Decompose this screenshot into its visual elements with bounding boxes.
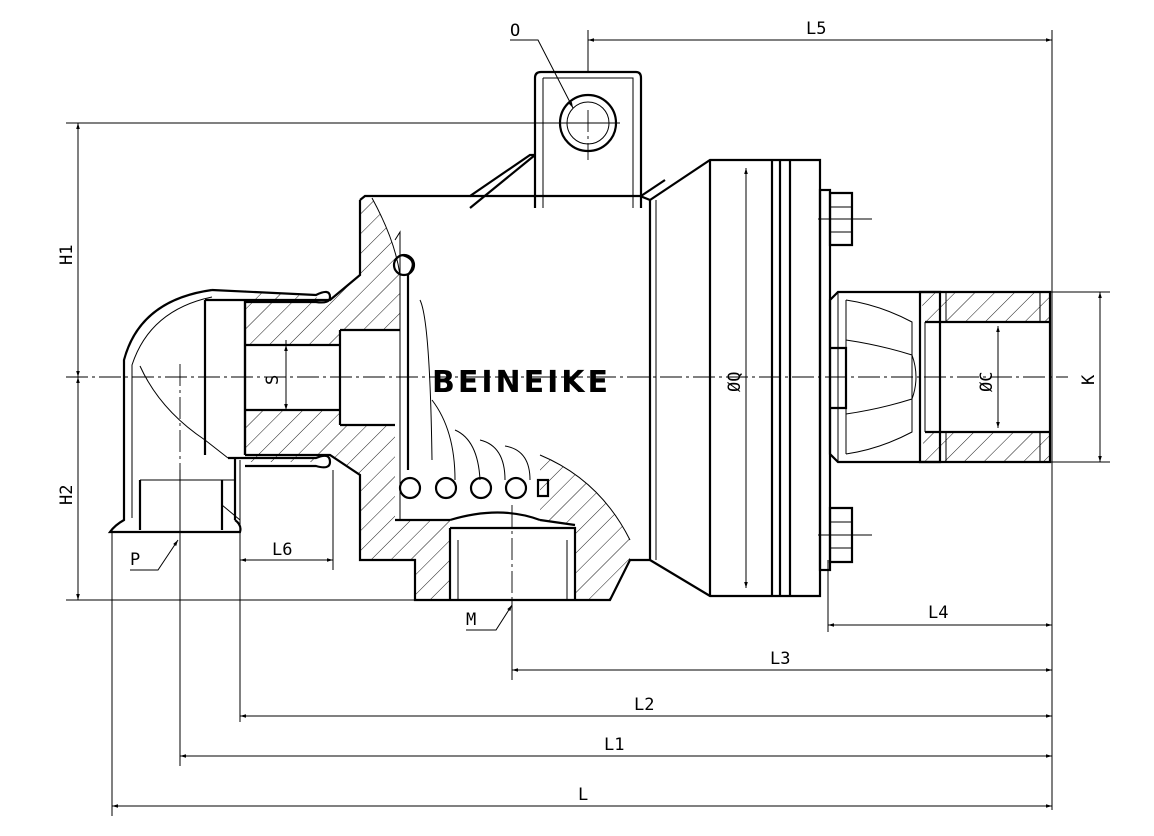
- label-H1: H1: [57, 245, 77, 265]
- label-S: S: [263, 375, 283, 385]
- label-Q: ØQ: [725, 372, 745, 392]
- label-L4: L4: [928, 603, 948, 623]
- label-P: P: [130, 550, 140, 570]
- label-L5: L5: [806, 19, 826, 39]
- label-L: L: [578, 785, 588, 805]
- label-H2: H2: [57, 485, 77, 505]
- label-L2: L2: [634, 695, 654, 715]
- labels: BEINEIKE O L5 H1 H2 S ØQ ØC K P M L6 L4 …: [57, 19, 1099, 805]
- housing-body: [243, 153, 652, 602]
- center-line: [66, 110, 1068, 610]
- label-C: ØC: [977, 372, 997, 392]
- label-K: K: [1079, 374, 1099, 385]
- label-O: O: [510, 21, 520, 41]
- label-L1: L1: [604, 735, 624, 755]
- brand-text: BEINEIKE: [432, 365, 611, 400]
- bolts: [818, 191, 872, 564]
- label-M: M: [466, 610, 476, 630]
- mounting-lug: [469, 70, 666, 209]
- spring: [392, 253, 550, 500]
- section-hatching: [245, 198, 1050, 600]
- label-L6: L6: [272, 540, 292, 560]
- label-L3: L3: [770, 649, 790, 669]
- dimension-lines: [66, 30, 1110, 816]
